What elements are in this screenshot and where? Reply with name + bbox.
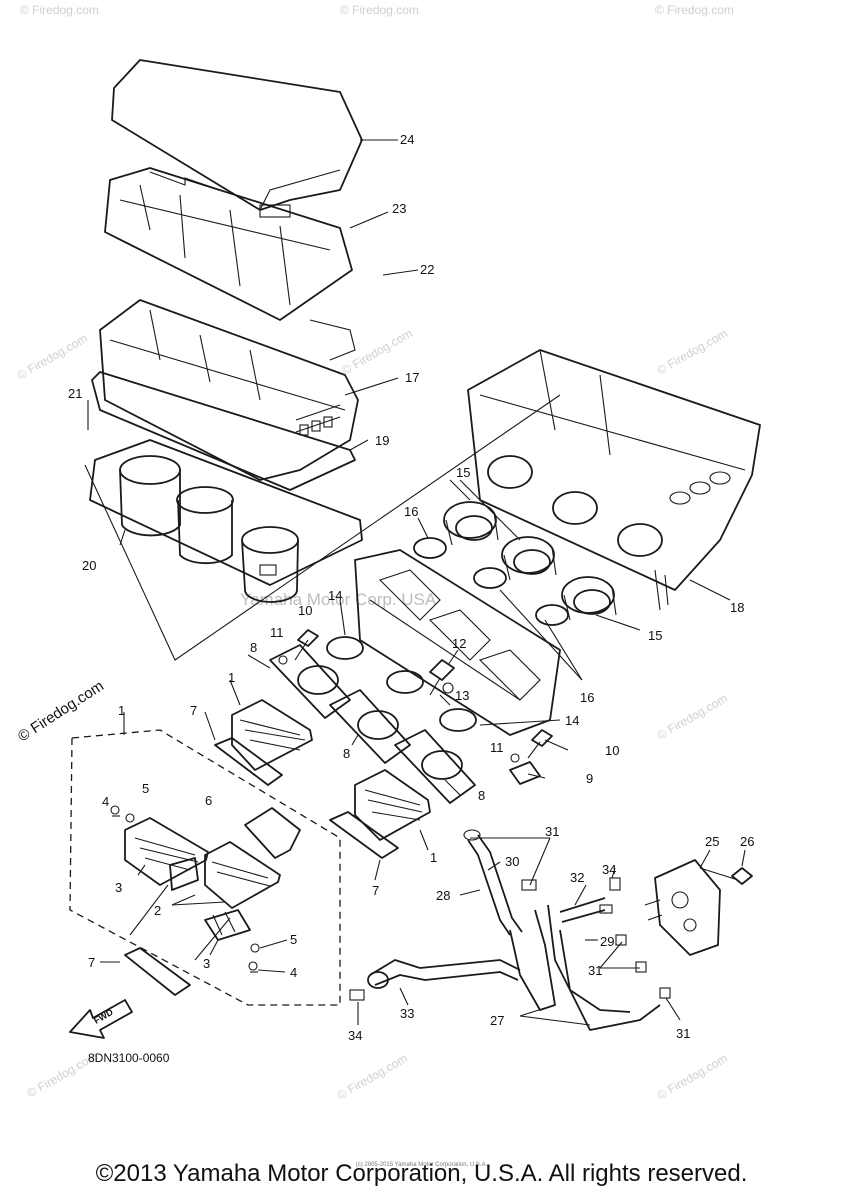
part-14-clamps [326,636,477,732]
drawing-number: 8DN3100-0060 [88,1051,170,1065]
callout-24: 24 [400,132,414,147]
callout-1-b: 1 [430,850,437,865]
callout-11-b: 11 [490,740,504,755]
watermark: © Firedog.com [20,3,99,17]
callout-1: 1 [228,670,235,685]
part-18-housing [467,349,761,611]
callout-10-b: 10 [605,743,619,758]
callout-3: 3 [115,880,122,895]
callout-26: 26 [740,834,754,849]
carburetor-bank [354,549,561,736]
callout-29: 29 [600,934,614,949]
callout-18: 18 [730,600,744,615]
callout-21: 21 [68,386,82,401]
watermark: © Firedog.com [655,3,734,17]
callout-4: 4 [102,794,109,809]
part-19-gasket [91,371,356,491]
callout-16: 16 [404,504,418,519]
callout-14-b: 14 [565,713,579,728]
callout-14: 14 [328,588,342,603]
small-fasteners [278,629,553,785]
callout-31-b: 31 [588,963,602,978]
watermark: © Firedog.com [335,1051,410,1103]
callout-8-c: 8 [478,788,485,803]
part-7-gaskets [124,737,399,996]
callout-34: 34 [602,862,616,877]
callout-19: 19 [375,433,389,448]
reference-line [129,884,231,961]
watermark-center: Yamaha Motor Corp. USA [240,590,437,609]
callout-31-c: 31 [676,1026,690,1041]
callout-30: 30 [505,854,519,869]
callout-2: 2 [154,903,161,918]
watermark: © Firedog.com [655,1051,730,1103]
callout-11: 11 [270,625,284,640]
callout-10: 10 [298,603,312,618]
part-6-stopper [244,807,301,859]
copyright-footer: ©2013 Yamaha Motor Corporation, U.S.A. A… [95,1160,748,1187]
callout-32: 32 [570,870,584,885]
part-23-frame [104,167,353,321]
callout-3-b: 3 [203,956,210,971]
small-clamps [609,877,671,999]
callout-7: 7 [190,703,197,718]
callout-6: 6 [205,793,212,808]
part-20-base [89,439,363,603]
callout-22: 22 [420,262,434,277]
callout-25: 25 [705,834,719,849]
watermark: © Firedog.com [655,691,730,743]
callout-34-b: 34 [348,1028,362,1043]
callout-8: 8 [250,640,257,655]
callout-20: 20 [82,558,96,573]
callout-12: 12 [452,636,466,651]
callout-7-c: 7 [88,955,95,970]
part-8-manifolds [269,644,476,804]
reference-line [84,394,561,661]
callout-4-b: 4 [290,965,297,980]
part-17-airbox [99,299,359,481]
fwd-arrow: FWD [69,999,133,1039]
reed-assembly-detail [110,805,281,973]
callout-28: 28 [436,888,450,903]
callout-13: 13 [455,688,469,703]
part-1-reed-valves [231,699,431,841]
watermark: © Firedog.com [655,326,730,378]
callout-7-b: 7 [372,883,379,898]
breather-hoses [463,829,661,1031]
reed-assembly-boundary [69,729,341,1006]
callout-23: 23 [392,201,406,216]
callout-1-c: 1 [118,703,125,718]
callout-5: 5 [142,781,149,796]
callout-17: 17 [405,370,419,385]
callout-8-b: 8 [343,746,350,761]
side-watermark: © Firedog.com [15,677,107,745]
part-15-joints [443,501,617,621]
callout-33: 33 [400,1006,414,1021]
fine-print: (c) 2005-2015 Yamaha Motor Corporation, … [355,1162,488,1168]
part-33-joint [349,959,521,1001]
part-16-clamps [413,537,569,626]
callout-9: 9 [586,771,593,786]
callout-15: 15 [456,465,470,480]
leader-lines [87,139,746,1026]
part-25-valve [644,859,753,956]
callout-labels: 24 23 22 17 19 21 20 18 15 15 16 16 14 1… [68,132,754,1043]
callout-27: 27 [490,1013,504,1028]
part-24-cover [111,59,363,211]
callout-31: 31 [545,824,559,839]
callout-5-b: 5 [290,932,297,947]
callout-15-b: 15 [648,628,662,643]
watermark: © Firedog.com [15,331,90,383]
callout-16-b: 16 [580,690,594,705]
watermark: © Firedog.com [340,3,419,17]
